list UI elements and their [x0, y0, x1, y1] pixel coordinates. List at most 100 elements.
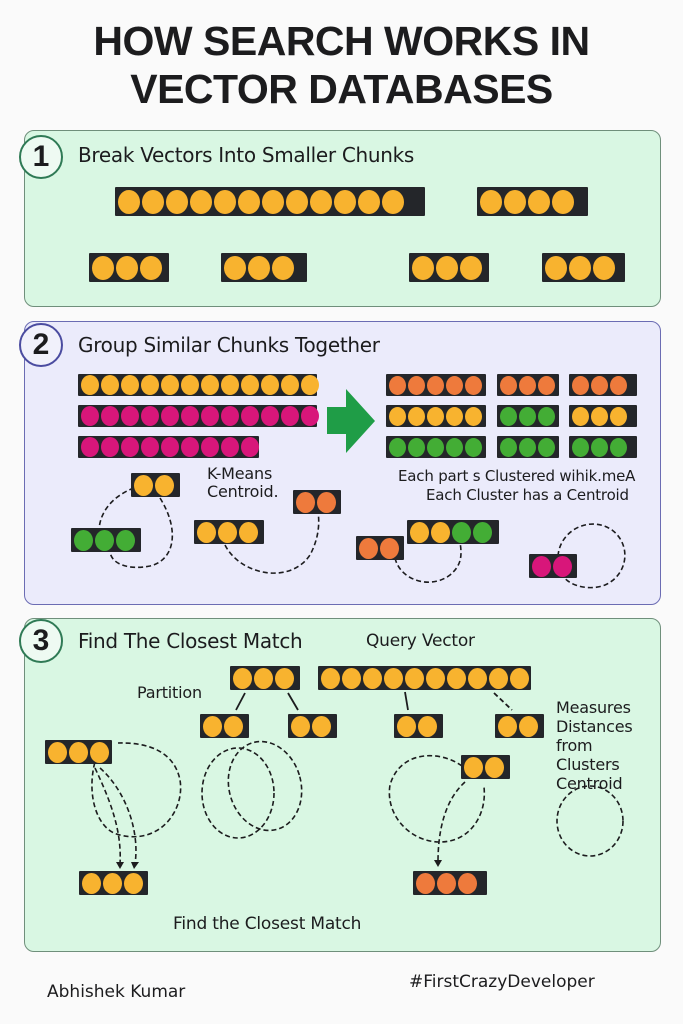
query-vector-label: Query Vector [366, 631, 475, 651]
vector-dot-pink [141, 437, 159, 457]
vector-dot-orange [416, 872, 435, 894]
vector-dot-orange [296, 491, 315, 513]
vector-dot-green [116, 529, 135, 551]
vector-dot-yellow [141, 375, 159, 395]
vector-dot-yellow [436, 255, 458, 280]
vector-dot-green [519, 406, 536, 426]
vector-dot-yellow [363, 667, 382, 689]
grouped-vector [386, 436, 486, 458]
vector-dot-yellow [82, 872, 101, 894]
vector-dot-yellow [201, 375, 219, 395]
vector-dot-green [95, 529, 114, 551]
vector-dot-orange [359, 537, 378, 559]
vector-dot-pink [121, 406, 139, 426]
vector-dot-yellow [426, 667, 445, 689]
vector-dot-pink [81, 406, 99, 426]
step-2-heading: Group Similar Chunks Together [78, 333, 380, 357]
sub-vector-2 [288, 714, 337, 738]
vector-dot-pink [281, 406, 299, 426]
vector-dot-yellow [384, 667, 403, 689]
partition-label: Partition [137, 683, 202, 702]
vector-dot-pink [101, 406, 119, 426]
kmeans-label-line-2: Centroid. [207, 482, 279, 501]
vector-dot-green [519, 437, 536, 457]
measures-label-line: Centroid [556, 774, 623, 793]
vector-dot-yellow [519, 715, 538, 737]
vector-dot-orange [500, 375, 517, 395]
vector-dot-green [572, 437, 589, 457]
vector-dot-yellow [489, 667, 508, 689]
vector-dot-yellow [510, 667, 529, 689]
vector-dot-yellow [155, 474, 174, 496]
measures-label-line: from [556, 736, 593, 755]
vector-dot-yellow [397, 715, 416, 737]
vector-dot-yellow [412, 255, 434, 280]
vector-dot-yellow [272, 255, 294, 280]
vector-dot-yellow [464, 756, 483, 778]
vector-dot-yellow [81, 375, 99, 395]
chunk-1 [89, 253, 169, 282]
vector-dot-yellow [358, 189, 380, 214]
vector-dot-yellow [218, 521, 237, 543]
cluster-vector-yellow-3 [194, 520, 264, 544]
measures-label-line: Clusters [556, 755, 620, 774]
vector-dot-pink [181, 406, 199, 426]
closest-match-label: Find the Closest Match [173, 914, 362, 934]
vector-dot-yellow [610, 406, 627, 426]
vector-dot-yellow [121, 375, 139, 395]
vector-dot-yellow [418, 715, 437, 737]
vector-dot-yellow [254, 667, 273, 689]
vector-dot-yellow [545, 255, 567, 280]
step-3-badge: 3 [19, 619, 63, 663]
closest-match-orange [413, 871, 487, 895]
grouped-vector [569, 436, 637, 458]
sub-vector-1 [200, 714, 249, 738]
vector-dot-yellow [118, 189, 140, 214]
vector-dot-yellow [312, 715, 331, 737]
vector-dot-yellow [382, 189, 404, 214]
vector-dot-yellow [593, 255, 615, 280]
vector-dot-orange [317, 491, 336, 513]
step-3-heading: Find The Closest Match [78, 629, 303, 653]
cluster-vector-orange-2b [356, 536, 404, 560]
vector-dot-pink [141, 406, 159, 426]
vector-dot-yellow [569, 255, 591, 280]
grouped-vector [497, 374, 559, 396]
vector-dot-pink [161, 437, 179, 457]
vector-dot-orange [465, 375, 482, 395]
chunk-3 [409, 253, 489, 282]
cluster-vector-right [461, 755, 510, 779]
vector-dot-yellow [69, 741, 88, 763]
vector-dot-yellow [203, 715, 222, 737]
vector-dot-orange [437, 872, 456, 894]
measures-label-line: Distances [556, 717, 633, 736]
vector-dot-yellow [116, 255, 138, 280]
vector-dot-yellow [239, 521, 258, 543]
vector-dot-pink [553, 555, 572, 577]
vector-dot-yellow [321, 667, 340, 689]
vector-dot-yellow [572, 406, 589, 426]
grouped-vector [497, 436, 559, 458]
vector-dot-yellow [233, 667, 252, 689]
vector-dot-pink [181, 437, 199, 457]
input-vector-pink-short [78, 436, 259, 458]
vector-dot-yellow [103, 872, 122, 894]
grouped-vector [386, 405, 486, 427]
vector-dot-yellow [552, 189, 574, 214]
vector-dot-yellow [262, 189, 284, 214]
vector-dot-green [74, 529, 93, 551]
vector-dot-yellow [342, 667, 361, 689]
vector-dot-pink [121, 437, 139, 457]
vector-dot-green [465, 437, 482, 457]
vector-dot-pink [201, 437, 219, 457]
chunk-4 [542, 253, 625, 282]
vector-dot-orange [408, 375, 425, 395]
vector-dot-yellow [101, 375, 119, 395]
vector-dot-yellow [221, 375, 239, 395]
vector-dot-yellow [92, 255, 114, 280]
vector-dot-green [610, 437, 627, 457]
vector-dot-yellow [408, 406, 425, 426]
vector-dot-green [500, 406, 517, 426]
input-vector-yellow [78, 374, 319, 396]
vector-dot-yellow [181, 375, 199, 395]
